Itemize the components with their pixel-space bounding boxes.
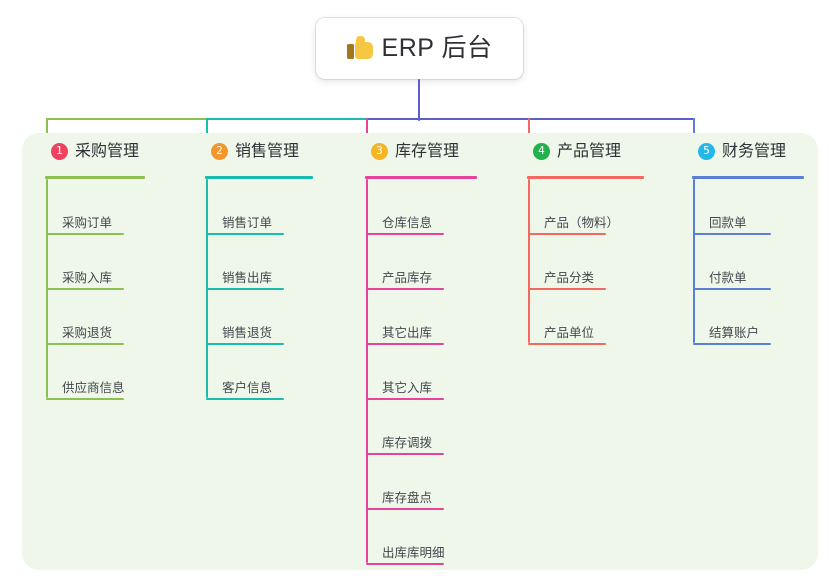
root-title: ERP 后台: [381, 34, 493, 62]
leaf-item[interactable]: 结算账户: [709, 326, 760, 340]
column-drop-5: [693, 118, 696, 138]
leaf-rule: [366, 288, 444, 290]
leaf-item[interactable]: 库存盘点: [382, 491, 433, 505]
column-header-2[interactable]: 2 销售管理: [211, 143, 299, 160]
leaf-item[interactable]: 其它出库: [382, 326, 433, 340]
leaf-item[interactable]: 仓库信息: [382, 216, 433, 230]
leaf-item[interactable]: 客户信息: [222, 381, 273, 395]
column-badge-4: 4: [533, 143, 550, 160]
leaf-rule: [693, 343, 771, 345]
leaf-item[interactable]: 付款单: [709, 271, 747, 285]
column-header-5[interactable]: 5 财务管理: [698, 143, 786, 160]
thumbs-up-icon: [346, 36, 373, 61]
leaf-item[interactable]: 采购退货: [62, 326, 113, 340]
leaf-item[interactable]: 产品库存: [382, 271, 433, 285]
column-rule-1: [45, 176, 145, 179]
bus-segment-2: [206, 118, 368, 121]
leaf-item[interactable]: 其它入库: [382, 381, 433, 395]
column-header-4[interactable]: 4 产品管理: [533, 143, 621, 160]
column-badge-2: 2: [211, 143, 228, 160]
leaf-item[interactable]: 采购入库: [62, 271, 113, 285]
column-spine-4: [528, 179, 530, 343]
leaf-rule: [366, 398, 444, 400]
column-header-1[interactable]: 1 采购管理: [51, 143, 139, 160]
root-stem: [418, 79, 421, 121]
leaf-item[interactable]: 产品（物料）: [544, 216, 620, 230]
leaf-item[interactable]: 出库库明细: [382, 546, 445, 560]
column-title-4: 产品管理: [557, 142, 622, 160]
modules-panel: [22, 133, 818, 570]
leaf-rule: [366, 563, 444, 565]
leaf-item[interactable]: 采购订单: [62, 216, 113, 230]
leaf-rule: [528, 288, 606, 290]
leaf-rule: [46, 288, 124, 290]
column-title-1: 采购管理: [75, 142, 140, 160]
leaf-rule: [46, 233, 124, 235]
leaf-rule: [366, 233, 444, 235]
column-badge-1: 1: [51, 143, 68, 160]
leaf-item[interactable]: 销售订单: [222, 216, 273, 230]
leaf-rule: [693, 288, 771, 290]
leaf-rule: [206, 233, 284, 235]
leaf-item[interactable]: 回款单: [709, 216, 747, 230]
column-drop-4: [528, 118, 531, 138]
column-title-5: 财务管理: [722, 142, 787, 160]
leaf-item[interactable]: 供应商信息: [62, 381, 125, 395]
leaf-rule: [693, 233, 771, 235]
column-header-3[interactable]: 3 库存管理: [371, 143, 459, 160]
column-spine-3: [366, 179, 368, 563]
leaf-rule: [46, 398, 124, 400]
root-node[interactable]: ERP 后台: [316, 18, 523, 79]
column-rule-2: [205, 176, 313, 179]
leaf-rule: [206, 343, 284, 345]
leaf-rule: [366, 453, 444, 455]
leaf-rule: [46, 343, 124, 345]
leaf-item[interactable]: 库存调拨: [382, 436, 433, 450]
column-rule-5: [692, 176, 804, 179]
leaf-item[interactable]: 销售退货: [222, 326, 273, 340]
column-spine-5: [693, 179, 695, 343]
leaf-rule: [528, 343, 606, 345]
leaf-item[interactable]: 销售出库: [222, 271, 273, 285]
column-badge-3: 3: [371, 143, 388, 160]
leaf-rule: [206, 398, 284, 400]
column-rule-4: [527, 176, 644, 179]
leaf-rule: [366, 343, 444, 345]
leaf-rule: [206, 288, 284, 290]
bus-segment-1: [46, 118, 208, 121]
column-drop-2: [206, 118, 209, 138]
column-drop-3: [366, 118, 369, 138]
column-title-2: 销售管理: [235, 142, 300, 160]
bus-segment-3: [366, 118, 695, 121]
leaf-rule: [366, 508, 444, 510]
leaf-item[interactable]: 产品单位: [544, 326, 595, 340]
leaf-rule: [528, 233, 606, 235]
column-drop-1: [46, 118, 49, 138]
leaf-item[interactable]: 产品分类: [544, 271, 595, 285]
column-rule-3: [365, 176, 477, 179]
column-badge-5: 5: [698, 143, 715, 160]
column-title-3: 库存管理: [395, 142, 460, 160]
